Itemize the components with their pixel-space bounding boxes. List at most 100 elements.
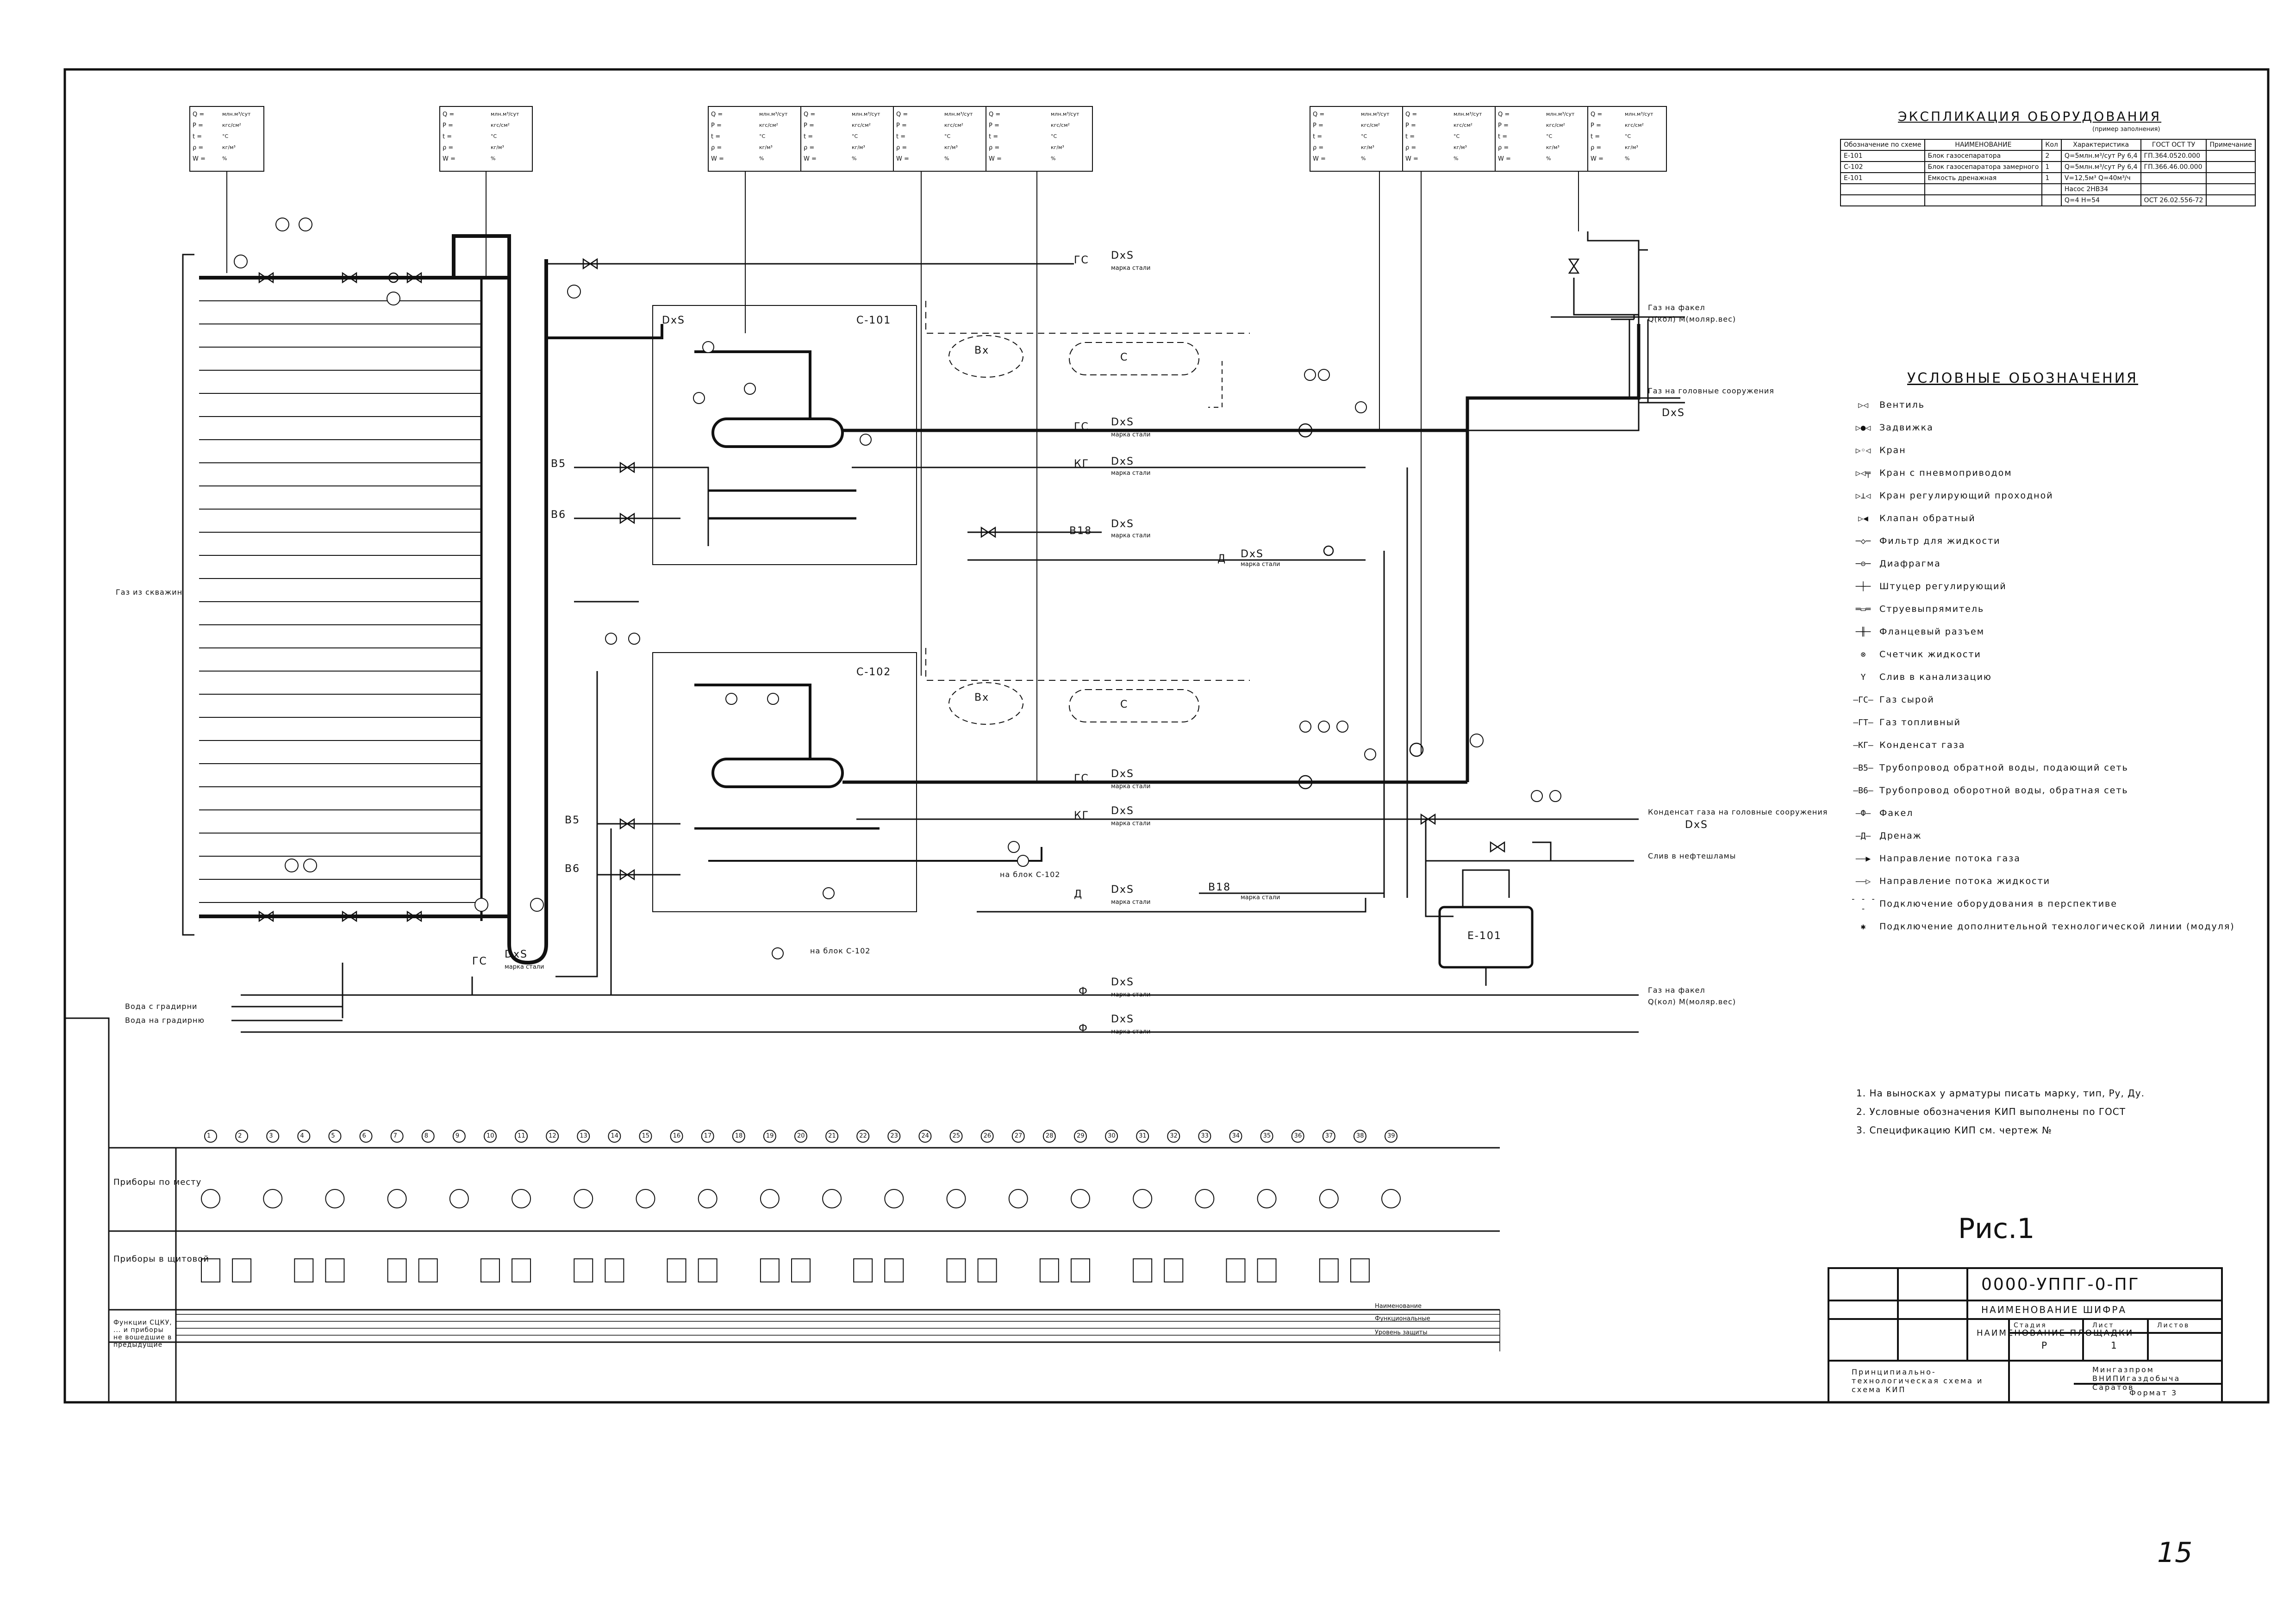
steel-d-c102: марка стали bbox=[1111, 899, 1151, 906]
param-unit: кг/м³ bbox=[759, 144, 773, 150]
cell: Насос 2НВ34 bbox=[2060, 183, 2141, 195]
dxs-head: DxS bbox=[1662, 407, 1685, 419]
legend-text: Счетчик жидкости bbox=[1879, 649, 1981, 660]
label-water-to-cooler: Вода на градирню bbox=[125, 1016, 205, 1025]
param-label: t = bbox=[1313, 133, 1323, 140]
kip-local-instrument bbox=[201, 1189, 220, 1208]
param-unit: °С bbox=[852, 133, 858, 139]
code-b18-2: В18 bbox=[1208, 882, 1231, 893]
stamp-format: Формат 3 bbox=[2129, 1388, 2178, 1397]
legend-symbol: —Ф— bbox=[1855, 808, 1871, 818]
param-unit: °С bbox=[1361, 133, 1367, 139]
kip-number: 29 bbox=[1076, 1132, 1085, 1139]
param-unit: °С bbox=[222, 133, 229, 139]
legend-text: Направление потока жидкости bbox=[1879, 876, 2051, 886]
kip-number-bubble bbox=[1229, 1130, 1242, 1143]
code-kg-2: КГ bbox=[1074, 810, 1090, 821]
code-gs-1: ГС bbox=[1074, 255, 1089, 266]
cell: ОСТ 26.02.556-72 bbox=[2140, 194, 2207, 206]
legend-text: Трубопровод обратной воды, подающий сеть bbox=[1879, 763, 2128, 773]
table-row: Q=4 Н=54 ОСТ 26.02.556-72 bbox=[1840, 194, 2256, 206]
cell: ГП.364.0520.000 bbox=[2140, 150, 2207, 162]
kip-label-functions: Функции СЦКУ, ... и приборы не вошедшие … bbox=[113, 1319, 172, 1349]
legend-text: Факел bbox=[1879, 808, 1914, 818]
steel-f-2: марка стали bbox=[1111, 1028, 1151, 1035]
label-water-from-cooler: Вода с градирни bbox=[125, 1002, 198, 1011]
parameter-tables bbox=[189, 106, 1667, 172]
param-label: Q = bbox=[443, 111, 455, 118]
cell bbox=[2206, 172, 2256, 184]
legend-text: Фильтр для жидкости bbox=[1879, 536, 2001, 546]
kip-panel-instrument bbox=[201, 1258, 220, 1282]
steel-gs-c101: марка стали bbox=[1111, 431, 1151, 438]
note-2: 2. Условные обозначения КИП выполнены по… bbox=[1856, 1106, 2126, 1117]
kip-number: 8 bbox=[424, 1132, 429, 1139]
cell bbox=[2206, 150, 2256, 162]
kip-number: 18 bbox=[735, 1132, 743, 1139]
param-label: P = bbox=[1591, 122, 1601, 129]
label-to-c102-a: на блок С-102 bbox=[1000, 870, 1061, 879]
param-label: W = bbox=[1405, 156, 1418, 162]
param-label: P = bbox=[1313, 122, 1323, 129]
dxs-gs-c101: DxS bbox=[1111, 417, 1134, 428]
legend-text: Кран регулирующий проходной bbox=[1879, 491, 2053, 501]
legend-text: Вентиль bbox=[1879, 400, 1925, 410]
cell bbox=[1924, 183, 2043, 195]
param-label: t = bbox=[1498, 133, 1508, 140]
legend-text: Трубопровод оборотной воды, обратная сет… bbox=[1879, 785, 2128, 796]
kip-number-bubble bbox=[515, 1130, 528, 1143]
kip-number-bubble bbox=[266, 1130, 280, 1143]
kip-number-bubble bbox=[235, 1130, 249, 1143]
kip-number: 33 bbox=[1201, 1132, 1209, 1139]
legend-item: ═▭═Струевыпрямитель bbox=[1847, 602, 1984, 616]
param-label: Q = bbox=[804, 111, 816, 118]
legend-item: —ГС—Газ сырой bbox=[1847, 693, 1934, 707]
param-label: ρ = bbox=[1591, 144, 1602, 151]
param-label: P = bbox=[989, 122, 999, 129]
cell bbox=[1840, 183, 1925, 195]
legend-symbol: ─◇─ bbox=[1855, 536, 1871, 546]
kip-local-instrument bbox=[1070, 1189, 1090, 1208]
legend-symbol: —В6— bbox=[1853, 785, 1873, 796]
legend-symbol: ▷◀ bbox=[1858, 513, 1868, 523]
legend-text: Газ сырой bbox=[1879, 695, 1934, 705]
legend-item: ——▶Направление потока газа bbox=[1847, 852, 2021, 865]
code-v5-1: В5 bbox=[551, 458, 567, 470]
steel-gs-bottom: марка стали bbox=[505, 964, 544, 971]
param-label: t = bbox=[1405, 133, 1415, 140]
param-label: Q = bbox=[989, 111, 1001, 118]
kip-number: 24 bbox=[921, 1132, 929, 1139]
label-gas-to-flare-2b: Q(кол) М(моляр.вес) bbox=[1648, 997, 1736, 1006]
kip-number-bubble bbox=[794, 1130, 807, 1143]
legend-item: ▷◀Клапан обратный bbox=[1847, 511, 1976, 525]
param-unit: кгс/см² bbox=[1051, 122, 1070, 128]
label-bx-2: Вх bbox=[974, 692, 990, 703]
legend-text: Струевыпрямитель bbox=[1879, 604, 1984, 614]
cell bbox=[2041, 194, 2062, 206]
kip-number-bubble bbox=[670, 1130, 683, 1143]
legend-text: Конденсат газа bbox=[1879, 740, 1965, 750]
param-label: ρ = bbox=[193, 144, 204, 151]
kip-local-instrument bbox=[1133, 1189, 1153, 1208]
kip-number-bubble bbox=[546, 1130, 559, 1143]
kip-panel-instrument bbox=[760, 1258, 780, 1282]
kip-local-instrument bbox=[574, 1189, 593, 1208]
kip-number-bubble bbox=[825, 1130, 839, 1143]
kip-number-bubble bbox=[608, 1130, 621, 1143]
param-unit: кг/м³ bbox=[1051, 144, 1064, 150]
code-d-2: Д bbox=[1074, 889, 1083, 900]
label-sep-c102: С-102 bbox=[856, 666, 892, 678]
kip-panel-instrument bbox=[1164, 1258, 1184, 1282]
label-condensate-to-head: Конденсат газа на головные сооружения bbox=[1648, 808, 1828, 816]
legend-text: Кран с пневмоприводом bbox=[1879, 468, 2012, 478]
param-label: W = bbox=[896, 156, 909, 162]
param-label: Q = bbox=[896, 111, 908, 118]
code-kg-1: КГ bbox=[1074, 458, 1090, 470]
kip-right-2: Функциональные bbox=[1375, 1315, 1430, 1322]
legend-symbol: ─┼─ bbox=[1855, 581, 1871, 591]
kip-panel-instrument bbox=[698, 1258, 718, 1282]
param-unit: млн.м³/сут bbox=[1361, 111, 1390, 117]
table-row: Е-101 Емкость дренажная 1 V=12,5м³ Q=40м… bbox=[1840, 172, 2256, 184]
dxs-d-c101: DxS bbox=[1241, 548, 1264, 560]
kip-number-bubble bbox=[980, 1130, 994, 1143]
